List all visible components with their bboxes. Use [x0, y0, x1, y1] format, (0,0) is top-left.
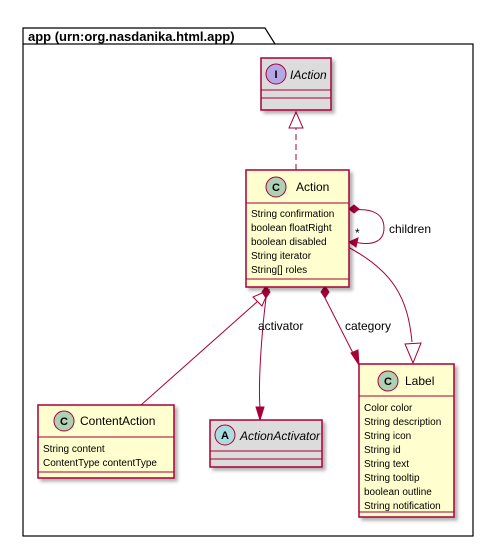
relation-realization-iaction — [288, 110, 304, 170]
class-icon — [265, 176, 287, 198]
relation-activator: activator — [255, 285, 303, 422]
label-attr: String notification — [364, 501, 441, 512]
class-content-action[interactable]: C ContentAction String content ContentTy… — [37, 404, 175, 479]
label-attr: String text — [364, 459, 409, 470]
content-action-attr: ContentType contentType — [43, 458, 157, 469]
class-action-activator[interactable]: A ActionActivator — [209, 419, 323, 468]
content-action-name: ContentAction — [80, 414, 155, 428]
package-title: app (urn:org.nasdanika.html.app) — [28, 29, 235, 44]
class-icon — [53, 410, 75, 432]
category-label: category — [345, 319, 391, 333]
action-activator-stereotype: A — [221, 430, 229, 442]
class-action[interactable]: C Action String confirmation boolean flo… — [245, 169, 350, 288]
label-stereotype: C — [384, 376, 392, 388]
children-label: children — [389, 222, 431, 236]
label-attr: String tooltip — [364, 473, 420, 484]
children-multiplicity: * — [355, 226, 360, 240]
label-attr: boolean outline — [364, 487, 432, 498]
iaction-name: IAction — [290, 68, 327, 82]
interface-icon — [265, 63, 287, 85]
relation-category: category — [320, 285, 391, 367]
label-name: Label — [405, 374, 434, 388]
action-attr: String[] roles — [251, 265, 307, 276]
class-label[interactable]: C Label Color color String description S… — [358, 363, 455, 518]
action-attr: boolean floatRight — [251, 223, 332, 234]
relation-children-self: children * — [347, 204, 431, 248]
label-attr: String description — [364, 417, 441, 428]
class-iaction[interactable]: I IAction — [260, 57, 332, 111]
action-name: Action — [296, 180, 329, 194]
label-attr: Color color — [364, 403, 413, 414]
action-stereotype: C — [272, 182, 280, 194]
action-attr: String confirmation — [251, 209, 334, 220]
activator-label: activator — [258, 319, 303, 333]
label-attr: String id — [364, 445, 401, 456]
action-attr: boolean disabled — [251, 237, 327, 248]
label-attr: String icon — [364, 431, 411, 442]
content-action-stereotype: C — [60, 416, 68, 428]
relation-generalization-label — [341, 243, 422, 365]
class-icon — [377, 370, 399, 392]
iaction-stereotype: I — [274, 69, 277, 81]
content-action-attr: String content — [43, 444, 105, 455]
abstract-icon — [214, 424, 236, 446]
action-attr: String iterator — [251, 251, 312, 262]
action-activator-name: ActionActivator — [239, 429, 321, 443]
